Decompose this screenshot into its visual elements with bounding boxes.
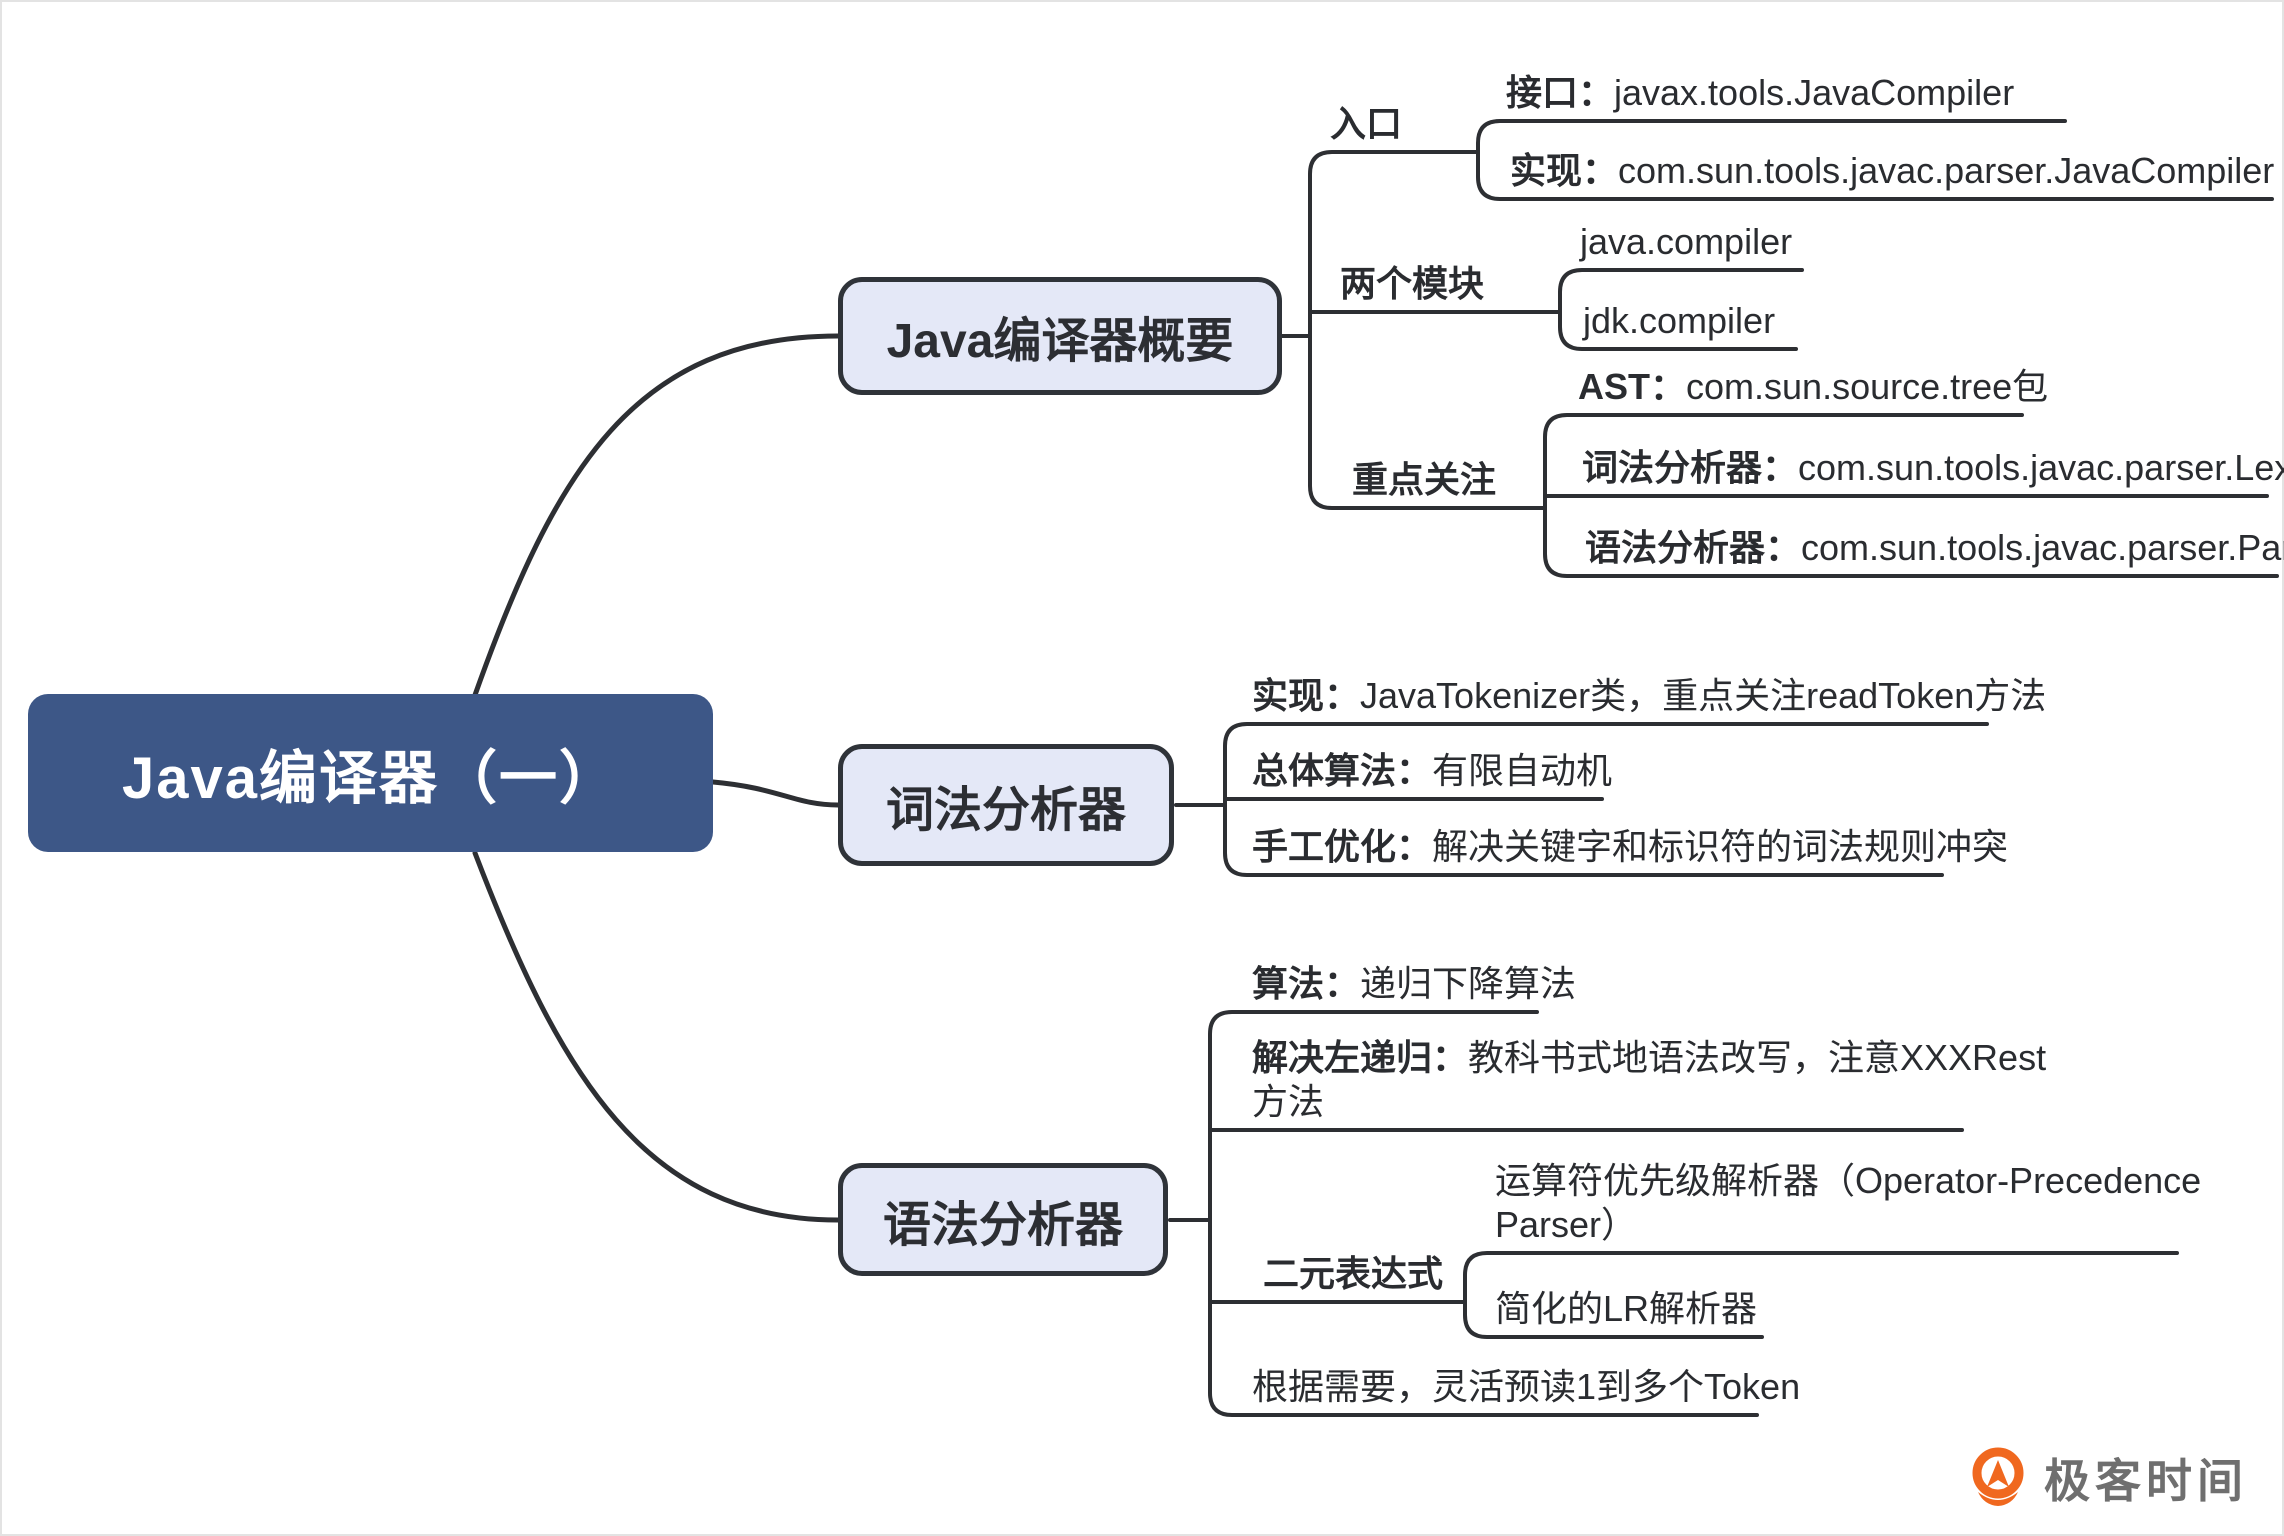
root-node: Java编译器（一） xyxy=(28,694,713,852)
node-jdk-compiler-module-value: jdk.compiler xyxy=(1583,300,1776,341)
node-parser-class: 语法分析器：com.sun.tools.javac.parser.Parser xyxy=(1585,526,2284,570)
node-lexer-class-label: 词法分析器： xyxy=(1582,447,1799,488)
node-ast: AST：com.sun.source.tree包 xyxy=(1578,365,2048,409)
node-interface-value: javax.tools.JavaCompiler xyxy=(1614,72,2015,113)
group-label-binary-expression: 二元表达式 xyxy=(1263,1253,1444,1294)
node-lexer-implementation-value: JavaTokenizer类，重点关注readToken方法 xyxy=(1360,675,2047,716)
node-lookahead-tokens-value: 根据需要，灵活预读1到多个Token xyxy=(1252,1366,1801,1407)
node-implementation-value: com.sun.tools.javac.parser.JavaCompiler xyxy=(1618,150,2275,191)
brand-text: 极客时间 xyxy=(2044,1455,2248,1507)
node-implementation: 实现：com.sun.tools.javac.parser.JavaCompil… xyxy=(1510,149,2274,193)
node-lexer-algorithm-value: 有限自动机 xyxy=(1432,750,1613,791)
brand-watermark: 极客时间 xyxy=(1966,1445,2248,1511)
node-ast-value: com.sun.source.tree包 xyxy=(1686,366,2049,407)
branch-node-compiler-overview: Java编译器概要 xyxy=(838,277,1282,395)
node-left-recursion: 解决左递归：教科书式地语法改写，注意XXXRest方法 xyxy=(1252,1036,2052,1124)
node-left-recursion-label: 解决左递归： xyxy=(1252,1037,1469,1078)
node-java-compiler-module-value: java.compiler xyxy=(1580,221,1793,262)
node-interface: 接口：javax.tools.JavaCompiler xyxy=(1506,71,2014,115)
node-parser-class-label: 语法分析器： xyxy=(1585,527,1802,568)
node-lookahead-tokens: 根据需要，灵活预读1到多个Token xyxy=(1252,1365,1800,1409)
node-lexer-algorithm: 总体算法：有限自动机 xyxy=(1252,749,1612,793)
node-left-recursion-value: 教科书式地语法改写，注意XXXRest方法 xyxy=(1252,1037,2047,1122)
node-simplified-lr-value: 简化的LR解析器 xyxy=(1495,1288,1758,1329)
node-lexer-class: 词法分析器：com.sun.tools.javac.parser.Lexer xyxy=(1582,446,2284,490)
node-parser-algorithm-value: 递归下降算法 xyxy=(1360,963,1577,1004)
node-lexer-implementation: 实现：JavaTokenizer类，重点关注readToken方法 xyxy=(1252,674,2046,718)
node-lexer-class-value: com.sun.tools.javac.parser.Lexer xyxy=(1798,447,2284,488)
group-label-entry: 入口 xyxy=(1330,103,1403,144)
node-lexer-optimization-label: 手工优化： xyxy=(1252,826,1433,867)
group-label-key-focus: 重点关注 xyxy=(1352,459,1497,500)
branch-node-parser: 语法分析器 xyxy=(838,1163,1168,1276)
node-lexer-algorithm-label: 总体算法： xyxy=(1252,750,1433,791)
node-lexer-optimization-value: 解决关键字和标识符的词法规则冲突 xyxy=(1432,826,2009,867)
branch-node-lexer: 词法分析器 xyxy=(838,744,1174,866)
node-implementation-label: 实现： xyxy=(1510,150,1619,191)
node-lexer-implementation-label: 实现： xyxy=(1252,675,1361,716)
group-label-two-modules: 两个模块 xyxy=(1340,263,1485,304)
node-operator-precedence: 运算符优先级解析器（Operator-Precedence Parser） xyxy=(1495,1159,2235,1247)
node-parser-algorithm-label: 算法： xyxy=(1252,963,1361,1004)
geektime-logo-icon xyxy=(1972,1447,2024,1506)
node-ast-label: AST： xyxy=(1578,366,1687,407)
node-java-compiler-module: java.compiler xyxy=(1580,220,1792,264)
node-operator-precedence-value: 运算符优先级解析器（Operator-Precedence Parser） xyxy=(1495,1160,2202,1245)
node-interface-label: 接口： xyxy=(1506,72,1615,113)
node-jdk-compiler-module: jdk.compiler xyxy=(1583,299,1775,343)
node-lexer-optimization: 手工优化：解决关键字和标识符的词法规则冲突 xyxy=(1252,825,2008,869)
node-parser-class-value: com.sun.tools.javac.parser.Parser xyxy=(1801,527,2284,568)
node-parser-algorithm: 算法：递归下降算法 xyxy=(1252,962,1576,1006)
node-simplified-lr: 简化的LR解析器 xyxy=(1495,1287,1757,1331)
